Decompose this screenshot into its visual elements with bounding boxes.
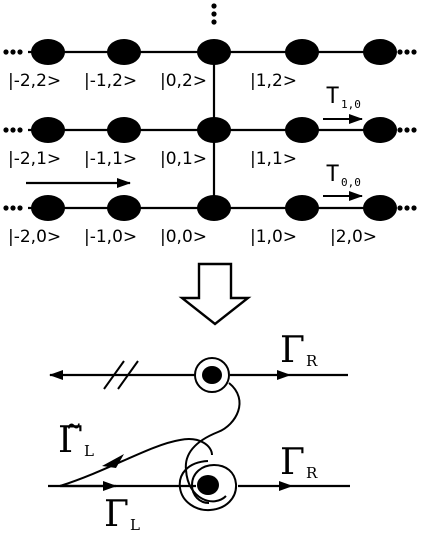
svg-text:Γ̃: Γ̃ [58,420,83,461]
svg-text:R: R [306,352,318,370]
site-node [107,195,141,221]
state-label: |-1,2> [84,71,137,91]
svg-text:0,0: 0,0 [341,176,361,189]
state-labels: |-2,2> |-1,2> |0,2> |1,2> |-2,1> |-1,1> … [8,71,377,247]
site-node [31,39,65,65]
svg-text:Γ: Γ [280,442,305,483]
vertical-continuation-dots [211,3,217,25]
hop-label-top: T 1,0 [326,84,361,111]
state-label: |-2,1> [8,149,61,169]
site-node [363,195,397,221]
svg-text:R: R [306,464,318,482]
state-label: |1,0> [250,227,297,247]
break-marks [103,360,139,390]
svg-text:Γ: Γ [104,494,129,535]
gamma-r-top-label: Γ R [280,330,318,371]
state-label: |1,1> [250,149,297,169]
state-label: |-1,0> [84,227,137,247]
connecting-wire [184,382,241,503]
site-node [107,117,141,143]
lower-site [197,475,219,495]
site-node [363,117,397,143]
site-node [107,39,141,65]
site-node [285,39,319,65]
svg-text:1,0: 1,0 [341,98,361,111]
horizontal-continuation-dots [3,49,417,211]
state-label: |-2,2> [8,71,61,91]
site-node [285,195,319,221]
gamma-l-tilde-label: Γ̃ L [58,420,94,461]
svg-text:T: T [326,84,339,109]
hop-label-bottom: T 0,0 [326,162,361,189]
site-node [197,117,231,143]
site-node [197,39,231,65]
svg-text:T: T [326,162,339,187]
svg-text:Γ: Γ [280,330,305,371]
lower-site-spiral [178,460,238,512]
svg-text:L: L [130,516,140,534]
svg-text:L: L [84,442,94,460]
site-node [197,195,231,221]
coupling-arrow-icon [102,454,124,468]
state-label: |1,2> [250,71,297,91]
state-label: |-2,0> [8,227,61,247]
upper-site [202,366,222,384]
gamma-r-bottom-label: Γ R [280,442,318,483]
state-label: |2,0> [330,227,377,247]
site-node [363,39,397,65]
site-node [31,117,65,143]
state-label: |-1,1> [84,149,137,169]
gamma-l-label: Γ L [104,494,140,535]
state-label: |0,1> [160,149,207,169]
upper-site-ring [194,357,230,393]
down-block-arrow-icon [178,262,252,326]
state-label: |0,0> [160,227,207,247]
lattice-sites [31,39,397,221]
state-label: |0,2> [160,71,207,91]
coupling-path [59,438,213,487]
site-node [285,117,319,143]
site-node [31,195,65,221]
